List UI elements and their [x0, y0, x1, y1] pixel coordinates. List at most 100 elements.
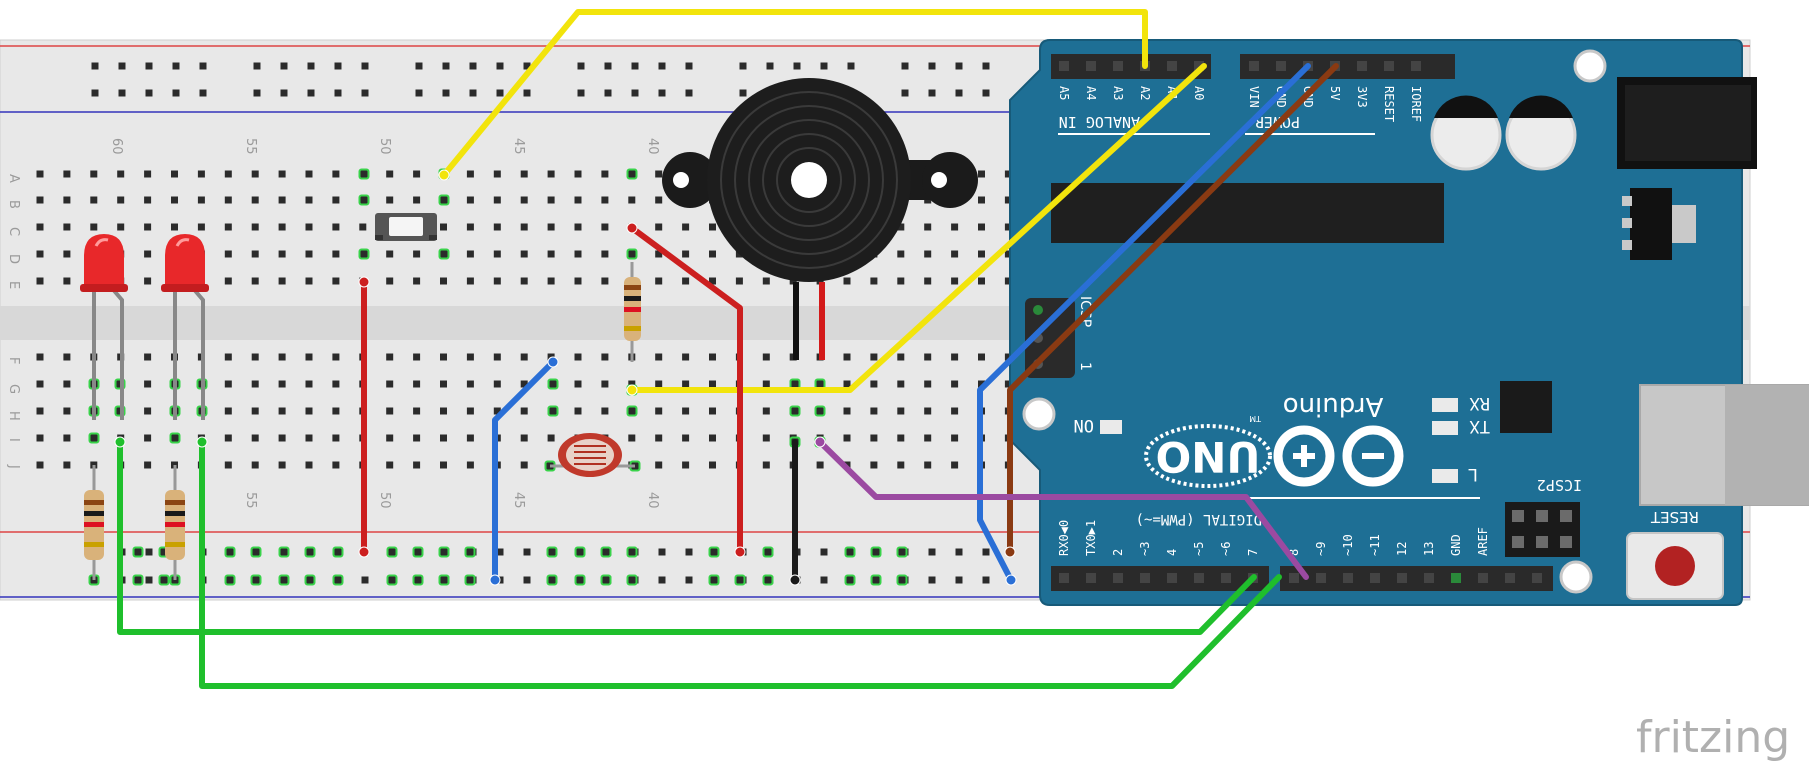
breadboard-hole: [762, 407, 770, 415]
wire-blue-gnd[interactable]: [977, 63, 1311, 583]
breadboard-hole: [251, 223, 259, 231]
breadboard-hole: [601, 380, 609, 388]
rail-hole: [280, 89, 288, 97]
digital-pin-socket[interactable]: [1059, 573, 1069, 583]
digital-pin-label: 2: [1111, 549, 1125, 556]
digital-pin-socket[interactable]: [1532, 573, 1542, 583]
breadboard-hole: [601, 353, 609, 361]
wire-red-buzzer[interactable]: [629, 225, 743, 555]
breadboard-hole: [305, 223, 313, 231]
connected-hole: [132, 574, 144, 586]
digital-pin-socket[interactable]: [1194, 573, 1204, 583]
power-pin-socket[interactable]: [1357, 61, 1367, 71]
digital-header-label: DIGITAL (PWM=~): [1136, 511, 1262, 527]
analog-pin-socket[interactable]: [1059, 61, 1069, 71]
analog-pin-socket[interactable]: [1086, 61, 1096, 71]
breadboard-hole: [305, 170, 313, 178]
breadboard-hole: [574, 196, 582, 204]
pushbutton[interactable]: [375, 213, 437, 241]
column-number: 55: [243, 492, 258, 509]
breadboard-hole: [978, 277, 985, 285]
digital-pin-socket[interactable]: [1289, 573, 1299, 583]
power-pin-socket[interactable]: [1276, 61, 1286, 71]
digital-pin-socket[interactable]: [1451, 573, 1461, 583]
breadboard-hole: [90, 170, 98, 178]
breadboard-hole: [144, 277, 152, 285]
breadboard-hole: [655, 223, 663, 231]
breadboard-hole: [224, 250, 232, 258]
digital-pin-socket[interactable]: [1424, 573, 1434, 583]
breadboard-hole: [951, 461, 959, 469]
digital-pin-socket[interactable]: [1397, 573, 1407, 583]
breadboard-hole: [251, 380, 259, 388]
connected-hole: [464, 574, 476, 586]
connected-hole: [358, 248, 370, 260]
analog-pin-socket[interactable]: [1167, 61, 1177, 71]
wire-purple-pin9[interactable]: [817, 439, 1309, 580]
breadboard-hole: [251, 250, 259, 258]
rail-hole: [361, 62, 369, 70]
rail-hole: [631, 89, 639, 97]
connected-hole: [734, 574, 746, 586]
digital-pin-socket[interactable]: [1113, 573, 1123, 583]
breadboard-hole: [709, 380, 716, 388]
digital-pin-label: 7: [1246, 549, 1260, 556]
breadboard-hole: [493, 250, 501, 258]
row-letter: D: [6, 254, 21, 264]
breadboard-hole: [63, 353, 71, 361]
rail-hole: [820, 576, 828, 584]
breadboard-hole: [63, 380, 71, 388]
analog-pin-socket[interactable]: [1113, 61, 1123, 71]
digital-pin-socket[interactable]: [1221, 573, 1231, 583]
breadboard-hole: [278, 380, 286, 388]
breadboard-hole: [520, 407, 528, 415]
power-pin-socket[interactable]: [1249, 61, 1259, 71]
rail-hole: [118, 62, 126, 70]
reset-button[interactable]: [1655, 546, 1695, 586]
breadboard-hole: [951, 277, 959, 285]
digital-pin-socket[interactable]: [1086, 573, 1096, 583]
digital-pin-socket[interactable]: [1316, 573, 1326, 583]
connected-hole: [574, 546, 586, 558]
rail-hole: [442, 62, 450, 70]
digital-pin-socket[interactable]: [1505, 573, 1515, 583]
wire-green-pin9b[interactable]: [199, 439, 1282, 689]
connected-hole: [386, 574, 398, 586]
digital-pin-socket[interactable]: [1370, 573, 1380, 583]
rail-hole: [523, 576, 531, 584]
breadboard-hole: [171, 170, 178, 178]
rail-hole: [739, 89, 747, 97]
rail-hole: [199, 62, 207, 70]
digital-pin-socket[interactable]: [1140, 573, 1150, 583]
digital-pin-socket[interactable]: [1343, 573, 1353, 583]
wire-green-pin7[interactable]: [117, 439, 1257, 635]
row-letters-bottom: F G H I J: [6, 357, 21, 469]
breadboard-hole: [628, 196, 636, 204]
rail-hole: [820, 62, 828, 70]
power-pin-label: 3V3: [1355, 86, 1369, 108]
breadboard-hole: [493, 277, 501, 285]
column-number: 45: [511, 138, 526, 155]
wire-blue-ldr[interactable]: [492, 359, 556, 583]
arduino-uno-board: ICSP 1 ICSP2 RESET RX TX L ON UNO: [1009, 39, 1809, 606]
power-pin-socket[interactable]: [1411, 61, 1421, 71]
power-pin-socket[interactable]: [1384, 61, 1394, 71]
connected-hole: [547, 405, 559, 417]
rail-hole: [145, 576, 153, 584]
digital-pin-socket[interactable]: [1478, 573, 1488, 583]
analog-pin-socket[interactable]: [1194, 61, 1204, 71]
breadboard-hole: [171, 223, 178, 231]
wire-end: [358, 276, 370, 288]
breadboard-hole: [36, 250, 44, 258]
breadboard-hole: [144, 407, 152, 415]
breadboard-hole: [924, 434, 932, 442]
breadboard-hole: [278, 196, 286, 204]
led-label-rx: RX: [1469, 393, 1490, 413]
breadboard-hole: [601, 277, 609, 285]
connected-hole: [626, 248, 638, 260]
digital-pin-socket[interactable]: [1167, 573, 1177, 583]
wire-yellow-button-a2[interactable]: [441, 9, 1148, 178]
breadboard-hole: [924, 250, 932, 258]
wire-yellow-ldr-a0[interactable]: [629, 63, 1207, 393]
